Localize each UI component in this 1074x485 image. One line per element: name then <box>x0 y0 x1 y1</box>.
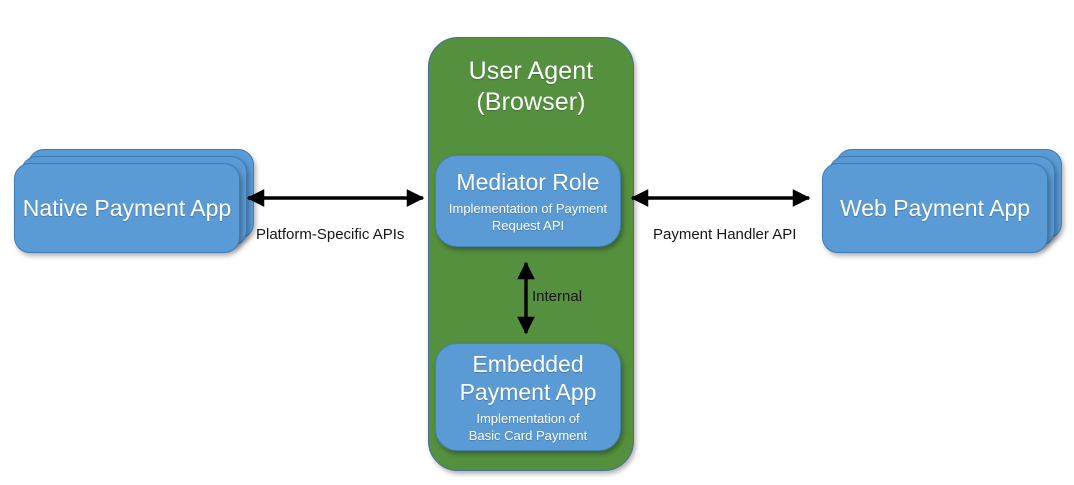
user-agent-title-line2: (Browser) <box>476 87 586 116</box>
embedded-app-subtitle-line1: Implementation of <box>476 411 580 427</box>
node-native-payment-app[interactable]: Native Payment App <box>14 149 254 253</box>
node-mediator-role[interactable]: Mediator Role Implementation of Payment … <box>435 155 621 247</box>
arrow-native-app-to-mediator <box>246 189 425 207</box>
native-app-label: Native Payment App <box>22 194 232 221</box>
user-agent-title-line1: User Agent <box>468 57 594 85</box>
user-agent-title: User Agent (Browser) <box>469 38 594 117</box>
embedded-app-title-line2: Payment App <box>459 379 597 406</box>
mediator-role-subtitle: Implementation of Payment Request API <box>449 201 607 234</box>
edge-label-platform-specific-apis: Platform-Specific APIs <box>256 226 405 243</box>
mediator-role-subtitle-line1: Implementation of Payment <box>448 201 608 217</box>
web-app-stack-layer-front: Web Payment App <box>822 163 1048 253</box>
web-app-label: Web Payment App <box>839 194 1031 221</box>
embedded-app-subtitle-line2: Basic Card Payment <box>468 427 588 443</box>
arrow-mediator-to-web-app <box>630 189 811 207</box>
edge-label-payment-handler-api: Payment Handler API <box>653 226 797 243</box>
mediator-role-subtitle-line2: Request API <box>491 217 565 233</box>
arrow-internal-mediator-embedded <box>517 261 535 335</box>
native-app-stack-layer-front: Native Payment App <box>14 163 240 253</box>
embedded-app-subtitle: Implementation of Basic Card Payment <box>469 411 588 444</box>
mediator-role-title: Mediator Role <box>456 169 600 196</box>
embedded-app-title: Embedded Payment App <box>460 350 597 406</box>
edge-label-internal: Internal <box>532 288 583 305</box>
embedded-app-title-line1: Embedded <box>472 351 584 378</box>
node-web-payment-app[interactable]: Web Payment App <box>822 149 1062 253</box>
node-embedded-payment-app[interactable]: Embedded Payment App Implementation of B… <box>435 343 621 451</box>
